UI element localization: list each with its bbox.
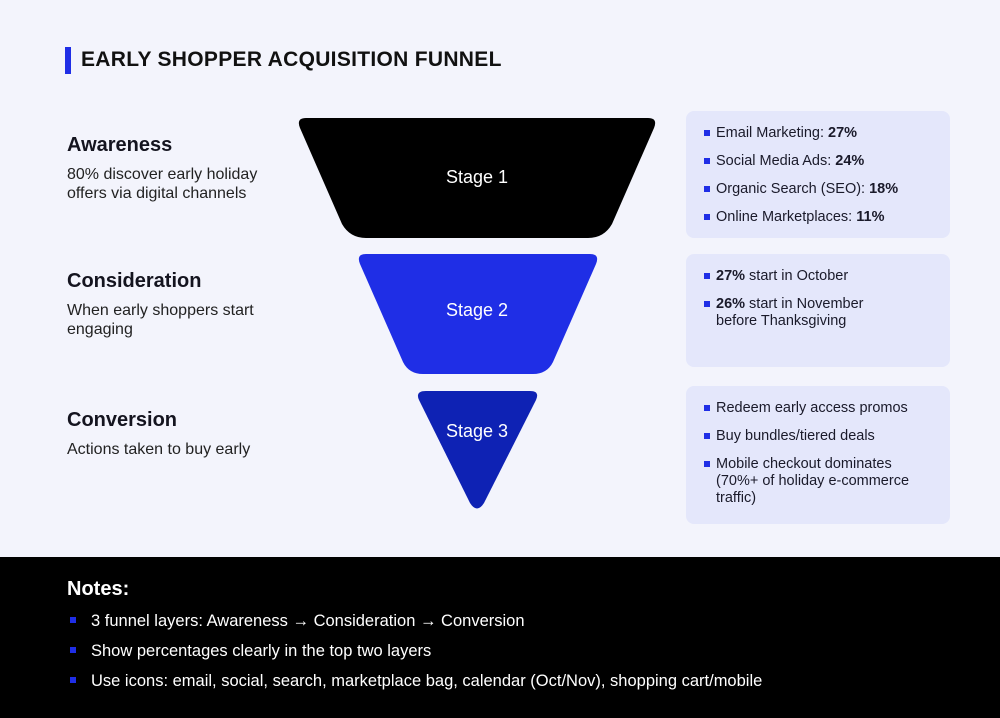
notes-panel: Notes: 3 funnel layers: Awareness → Cons… bbox=[0, 557, 1000, 718]
stage-awareness-text: Awareness 80% discover early holiday off… bbox=[67, 134, 297, 203]
title-accent-bar bbox=[65, 47, 71, 74]
funnel-diagram: Stage 1 Stage 2 Stage 3 bbox=[298, 118, 656, 509]
funnel-layer-3-label: Stage 3 bbox=[446, 421, 508, 441]
list-item: 27% start in October bbox=[704, 268, 934, 285]
stage-description: 80% discover early holiday offers via di… bbox=[67, 166, 258, 202]
funnel-layer-2 bbox=[358, 254, 598, 374]
stage-description: When early shoppers start engaging bbox=[67, 302, 254, 338]
note-item: Show percentages clearly in the top two … bbox=[70, 641, 762, 661]
note-item: Use icons: email, social, search, market… bbox=[70, 671, 762, 691]
stage-label: Conversion bbox=[67, 409, 178, 431]
funnel-layer-1-label: Stage 1 bbox=[446, 167, 508, 187]
list-item: Redeem early access promos bbox=[704, 400, 934, 417]
conversion-detail-card: Redeem early access promos Buy bundles/t… bbox=[686, 386, 950, 524]
list-item: Social Media Ads: 24% bbox=[704, 153, 934, 170]
notes-heading: Notes: bbox=[67, 578, 130, 600]
stage-consideration-text: Consideration When early shoppers start … bbox=[67, 270, 297, 339]
stage-label: Awareness bbox=[67, 134, 173, 156]
stage-label: Consideration bbox=[67, 270, 202, 292]
funnel-layer-2-label: Stage 2 bbox=[446, 300, 508, 320]
consideration-detail-card: 27% start in October 26% start in Novemb… bbox=[686, 254, 950, 367]
list-item: Buy bundles/tiered deals bbox=[704, 428, 934, 445]
list-item: Organic Search (SEO): 18% bbox=[704, 181, 934, 198]
awareness-detail-card: Email Marketing: 27% Social Media Ads: 2… bbox=[686, 111, 950, 238]
stage-conversion-text: Conversion Actions taken to buy early bbox=[67, 409, 297, 459]
notes-list: 3 funnel layers: Awareness → Considerati… bbox=[70, 611, 762, 701]
funnel-layer-1 bbox=[298, 118, 656, 238]
page-title: EARLY SHOPPER ACQUISITION FUNNEL bbox=[81, 48, 502, 71]
list-item: Mobile checkout dominates (70%+ of holid… bbox=[704, 456, 934, 507]
note-item: 3 funnel layers: Awareness → Considerati… bbox=[70, 611, 762, 631]
funnel-layer-3 bbox=[417, 391, 538, 509]
list-item: Email Marketing: 27% bbox=[704, 125, 934, 142]
list-item: Online Marketplaces: 11% bbox=[704, 209, 934, 226]
list-item: 26% start in November before Thanksgivin… bbox=[704, 296, 934, 330]
stage-description: Actions taken to buy early bbox=[67, 441, 251, 458]
